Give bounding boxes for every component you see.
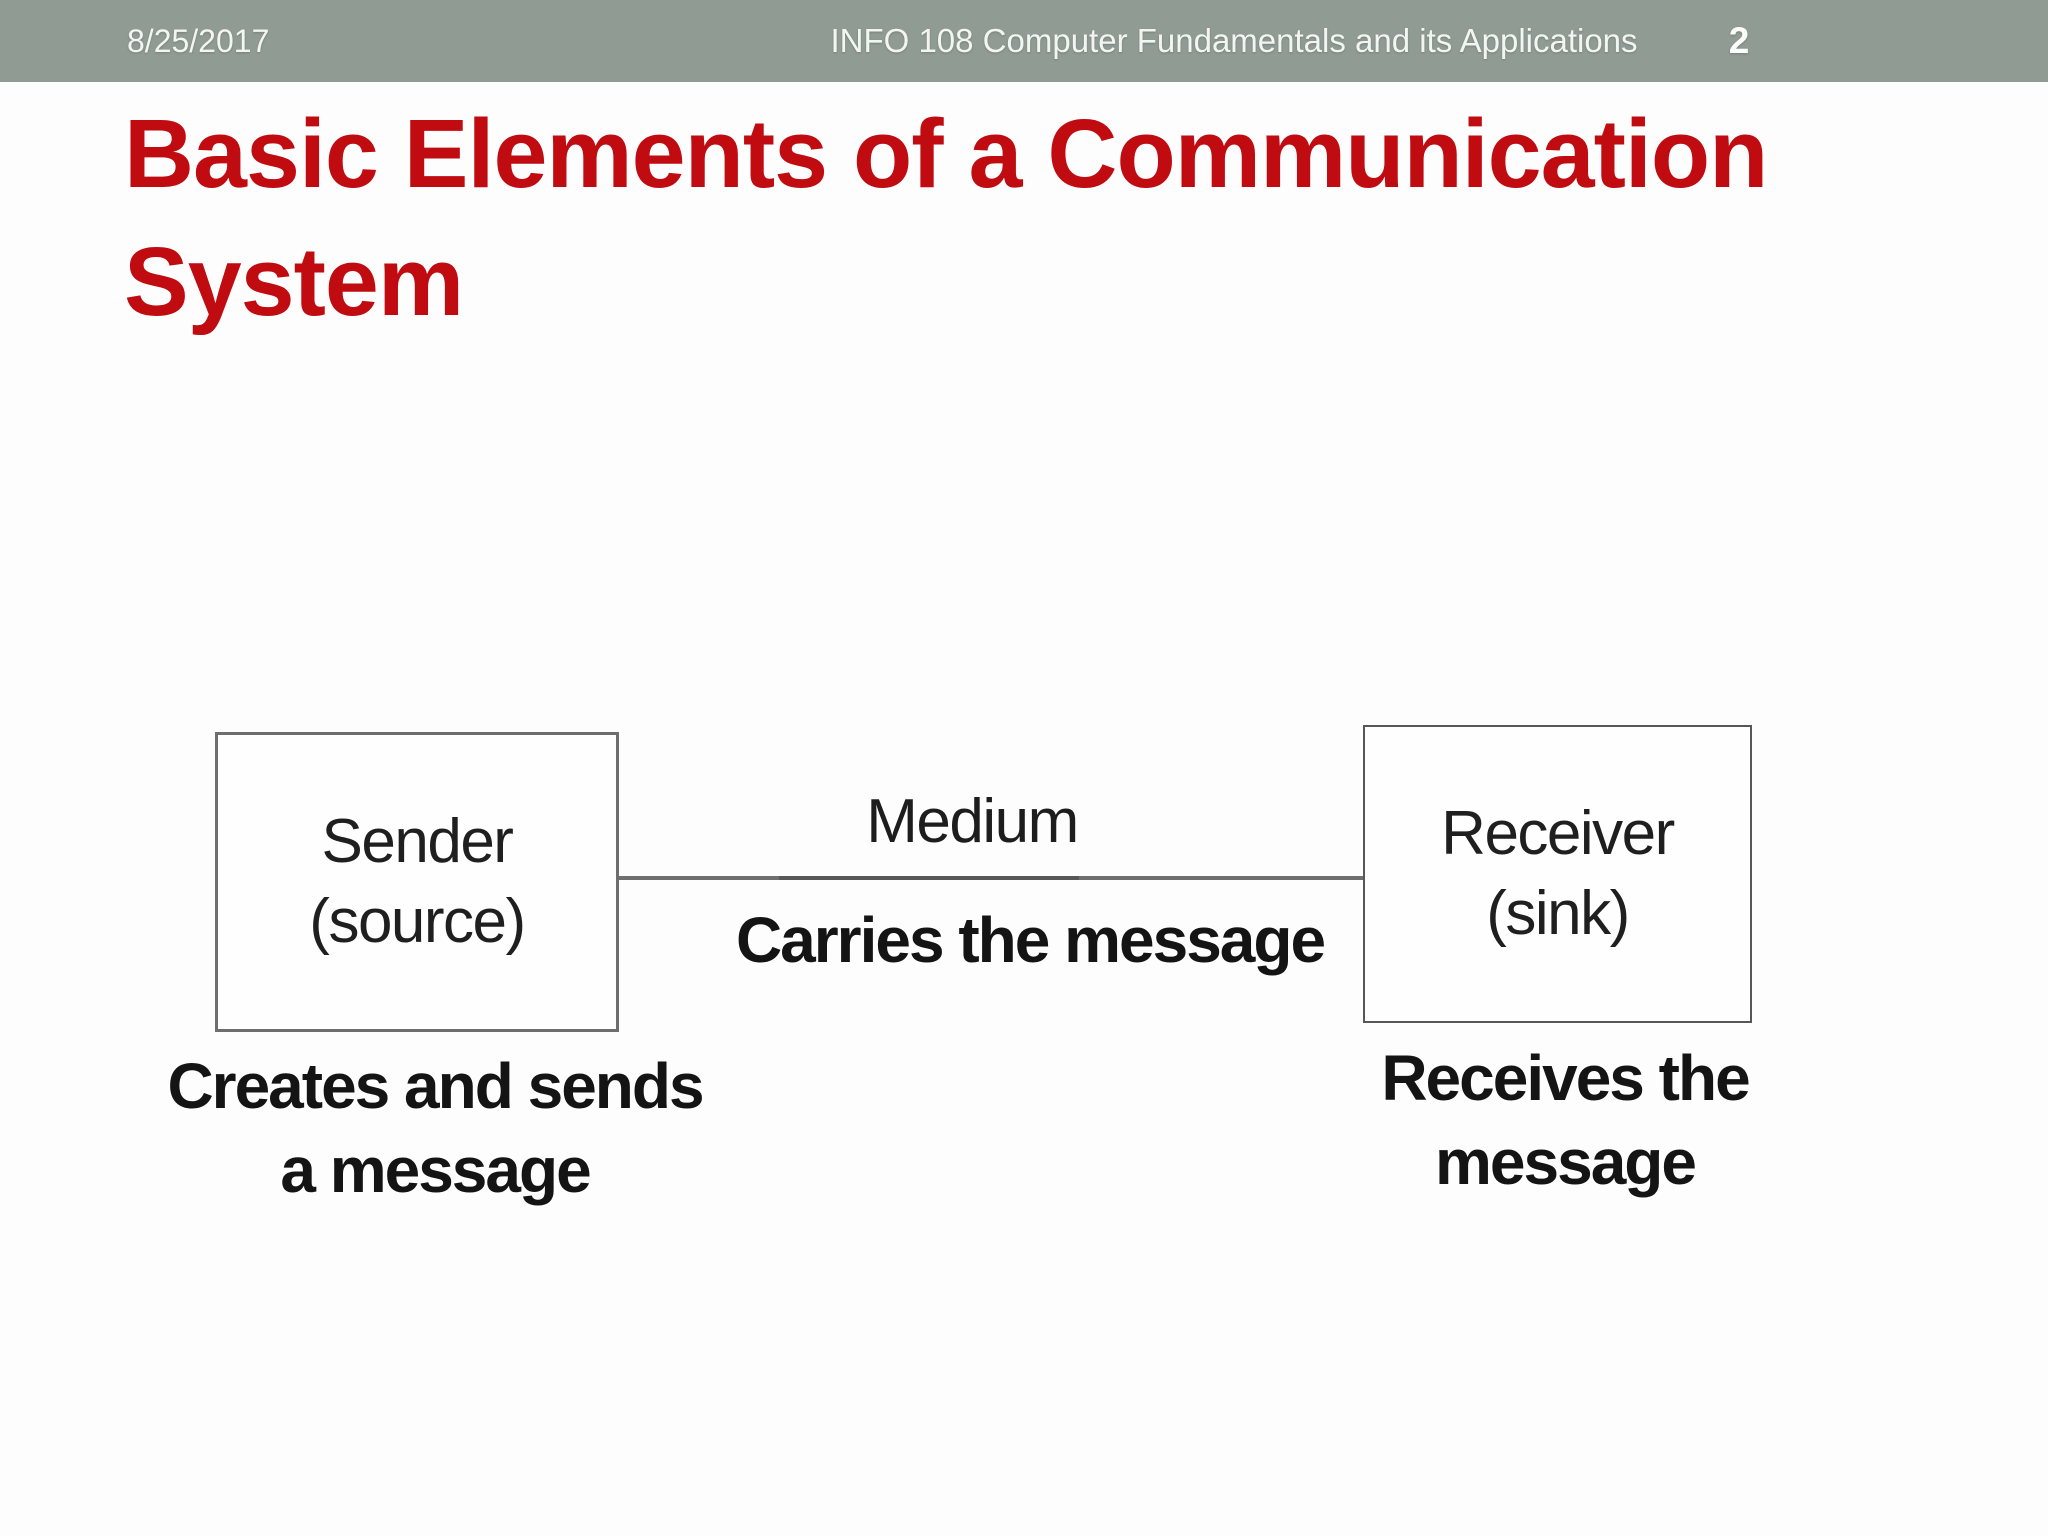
receiver-box-label: Receiver <box>1441 799 1675 868</box>
receiver-box: Receiver (sink) <box>1363 725 1752 1023</box>
sender-caption-line-2: a message <box>280 1134 591 1206</box>
sender-box: Sender (source) <box>215 732 619 1032</box>
medium-label: Medium <box>866 787 1079 856</box>
slide-title: Basic Elements of a Communication System <box>124 90 1984 346</box>
header-date: 8/25/2017 <box>127 23 270 59</box>
medium-connector-line <box>619 876 1363 880</box>
slide-header-bar: 8/25/2017 INFO 108 Computer Fundamentals… <box>0 0 2048 82</box>
receiver-caption: Receives the message <box>1381 1036 1750 1204</box>
sender-caption: Creates and sends a message <box>167 1044 704 1212</box>
header-page-number: 2 <box>1728 20 1750 61</box>
sender-box-label: Sender <box>321 807 514 876</box>
slide-title-line-1: Basic Elements of a Communication <box>124 99 1768 208</box>
receiver-caption-line-2: message <box>1435 1126 1697 1198</box>
medium-connector-line-segment <box>779 876 1079 880</box>
header-course-title: INFO 108 Computer Fundamentals and its A… <box>830 22 1638 59</box>
receiver-caption-line-1: Receives the <box>1381 1042 1750 1114</box>
medium-caption: Carries the message <box>735 904 1326 976</box>
slide-title-line-2: System <box>124 227 464 336</box>
sender-caption-line-1: Creates and sends <box>167 1050 704 1122</box>
sender-box-sublabel: (source) <box>309 887 526 956</box>
receiver-box-sublabel: (sink) <box>1486 879 1630 948</box>
